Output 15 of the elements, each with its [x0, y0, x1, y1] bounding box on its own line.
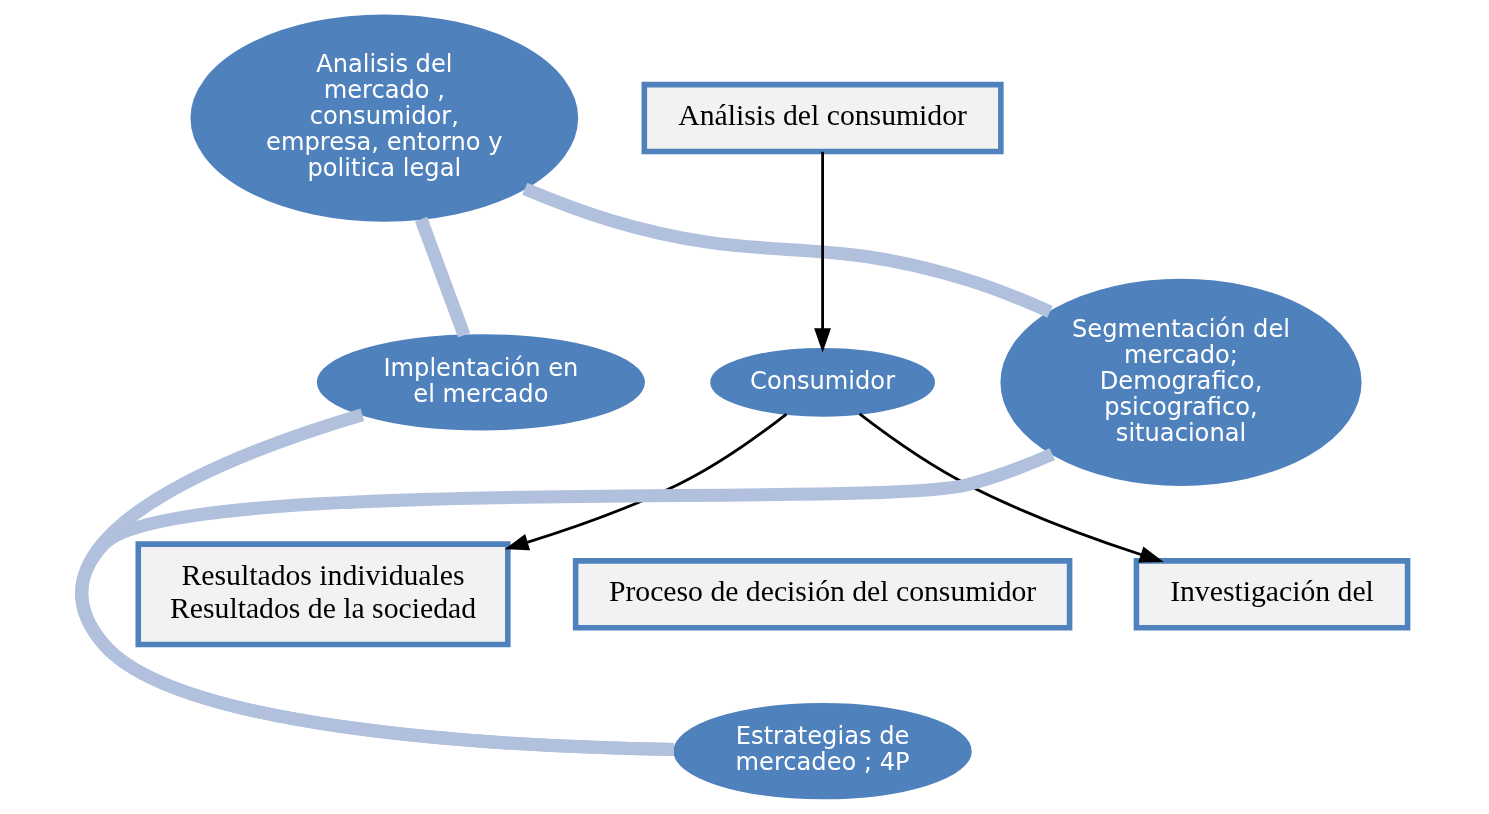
node-box: Proceso de decisión del consumidor	[572, 558, 1073, 631]
node-box: Análisis del consumidor	[641, 81, 1004, 155]
connector	[522, 182, 1053, 318]
node-ellipse: Consumidor	[710, 347, 935, 417]
node-ellipse: Analisis del mercado , consumidor, empresa, entorno y politica legal	[190, 14, 579, 222]
arrow	[814, 151, 832, 353]
node-box: Resultados individuales Resultados de la sociedad	[135, 541, 511, 648]
arrow	[504, 412, 788, 551]
node-ellipse: Segmentación del mercado; Demografico, psicografico, situacional	[1000, 278, 1362, 486]
node-box: Investigación del	[1133, 558, 1411, 631]
node-ellipse: Estrategias de mercadeo ; 4P	[673, 703, 972, 800]
arrow	[858, 412, 1164, 563]
connector	[415, 216, 471, 338]
node-ellipse: Implentación en el mercado	[316, 334, 645, 431]
connector	[75, 408, 675, 756]
